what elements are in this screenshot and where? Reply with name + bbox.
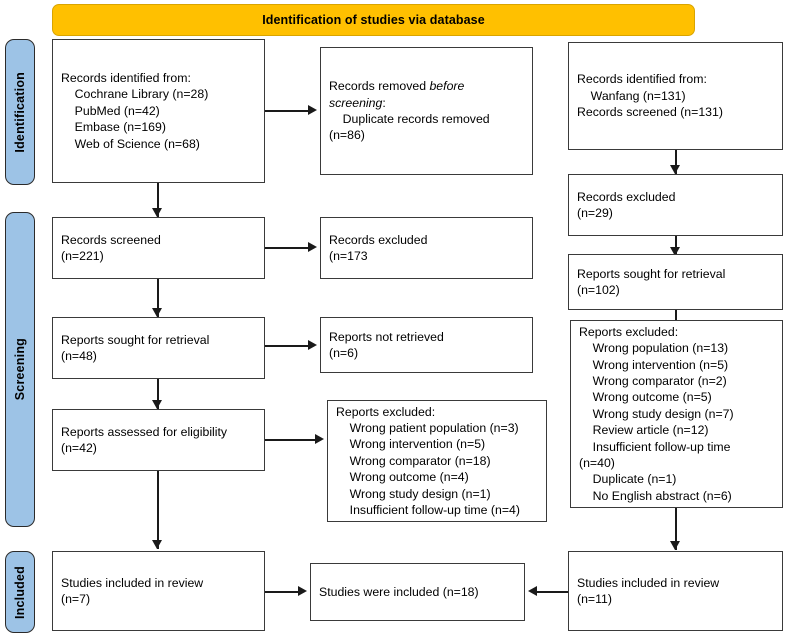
phase-tab-screening: Screening: [5, 212, 35, 527]
connector-sought-to-assessed: [157, 379, 159, 409]
connector-sought-to-not-retrieved: [265, 345, 310, 347]
arrow-identified-to-screened: [152, 208, 162, 217]
phase-tab-included-label: Included: [13, 565, 27, 619]
arrow-right-excluded-to-sought: [670, 247, 680, 256]
records-removed-post: : Duplicate records removed (n=86): [329, 95, 490, 143]
connector-identified-to-screened: [157, 183, 159, 217]
connector-right-identified-to-excluded: [675, 150, 677, 174]
box-studies-included-right-text: Studies included in review (n=11): [577, 575, 720, 606]
connector-identified-to-removed: [265, 110, 310, 112]
box-reports-sought-left-text: Reports sought for retrieval (n=48): [61, 332, 210, 363]
connector-right-excluded-to-included: [675, 508, 677, 550]
box-studies-included-right: Studies included in review (n=11): [568, 551, 783, 631]
box-reports-not-retrieved-mid: Reports not retrieved (n=6): [320, 317, 533, 373]
arrow-identified-to-removed: [308, 105, 317, 115]
arrow-right-excluded-to-included: [670, 541, 680, 550]
connector-right-excluded-to-sought: [675, 236, 677, 254]
arrow-assessed-to-excluded: [315, 434, 324, 444]
records-removed-italic: before screening: [329, 79, 468, 110]
arrow-right-identified-to-excluded: [670, 165, 680, 174]
box-reports-sought-left: Reports sought for retrieval (n=48): [52, 317, 265, 379]
connector-assessed-to-excluded: [265, 439, 317, 441]
arrow-right-included-to-total: [528, 586, 537, 596]
box-studies-included-total: Studies were included (n=18): [310, 563, 525, 621]
arrow-assessed-to-included: [152, 540, 162, 549]
box-records-identified-left: Records identified from: Cochrane Librar…: [52, 39, 265, 183]
phase-tab-identification: Identification: [5, 39, 35, 185]
phase-tab-screening-label: Screening: [13, 338, 27, 401]
arrow-sought-to-not-retrieved: [308, 340, 317, 350]
box-reports-assessed-left: Reports assessed for eligibility (n=42): [52, 409, 265, 471]
box-reports-excluded-mid-text: Reports excluded: Wrong patient populati…: [336, 404, 520, 518]
box-records-identified-right: Records identified from: Wanfang (n=131)…: [568, 42, 783, 150]
box-reports-excluded-right-text: Reports excluded: Wrong population (n=13…: [579, 324, 734, 503]
connector-screened-to-excluded: [265, 247, 310, 249]
box-reports-sought-right-text: Reports sought for retrieval (n=102): [577, 266, 726, 297]
box-records-screened-left-text: Records screened (n=221): [61, 232, 161, 263]
box-records-identified-left-text: Records identified from: Cochrane Librar…: [61, 70, 209, 151]
box-records-identified-right-text: Records identified from: Wanfang (n=131)…: [577, 72, 723, 120]
box-studies-included-left: Studies included in review (n=7): [52, 551, 265, 631]
box-reports-assessed-left-text: Reports assessed for eligibility (n=42): [61, 424, 228, 455]
box-records-excluded-mid-text: Records excluded (n=173: [329, 232, 428, 263]
box-records-removed-before-screening-text: Records removed before screening: Duplic…: [321, 78, 532, 144]
connector-right-sought-to-excluded: [675, 310, 677, 320]
box-records-excluded-right: Records excluded (n=29): [568, 174, 783, 236]
banner-identification-via-database: Identification of studies via database: [52, 4, 695, 36]
phase-tab-identification-label: Identification: [13, 71, 27, 153]
connector-assessed-to-included: [157, 471, 159, 549]
phase-tab-included: Included: [5, 551, 35, 633]
connector-right-included-to-total: [537, 591, 568, 593]
box-reports-excluded-mid: Reports excluded: Wrong patient populati…: [327, 400, 547, 522]
box-studies-included-total-text: Studies were included (n=18): [319, 584, 479, 599]
box-records-excluded-right-text: Records excluded (n=29): [577, 189, 676, 220]
arrow-left-included-to-total: [298, 586, 307, 596]
box-reports-sought-right: Reports sought for retrieval (n=102): [568, 254, 783, 310]
box-reports-excluded-right: Reports excluded: Wrong population (n=13…: [570, 320, 783, 508]
connector-left-included-to-total: [265, 591, 300, 593]
arrow-screened-to-sought: [152, 308, 162, 317]
box-records-excluded-mid: Records excluded (n=173: [320, 217, 533, 279]
connector-screened-to-sought: [157, 279, 159, 317]
records-removed-pre: Records removed: [329, 79, 430, 94]
box-records-removed-before-screening: Records removed before screening: Duplic…: [320, 47, 533, 175]
box-studies-included-left-text: Studies included in review (n=7): [61, 575, 204, 606]
arrow-sought-to-assessed: [152, 400, 162, 409]
box-records-screened-left: Records screened (n=221): [52, 217, 265, 279]
box-reports-not-retrieved-mid-text: Reports not retrieved (n=6): [329, 329, 444, 360]
arrow-screened-to-excluded: [308, 242, 317, 252]
